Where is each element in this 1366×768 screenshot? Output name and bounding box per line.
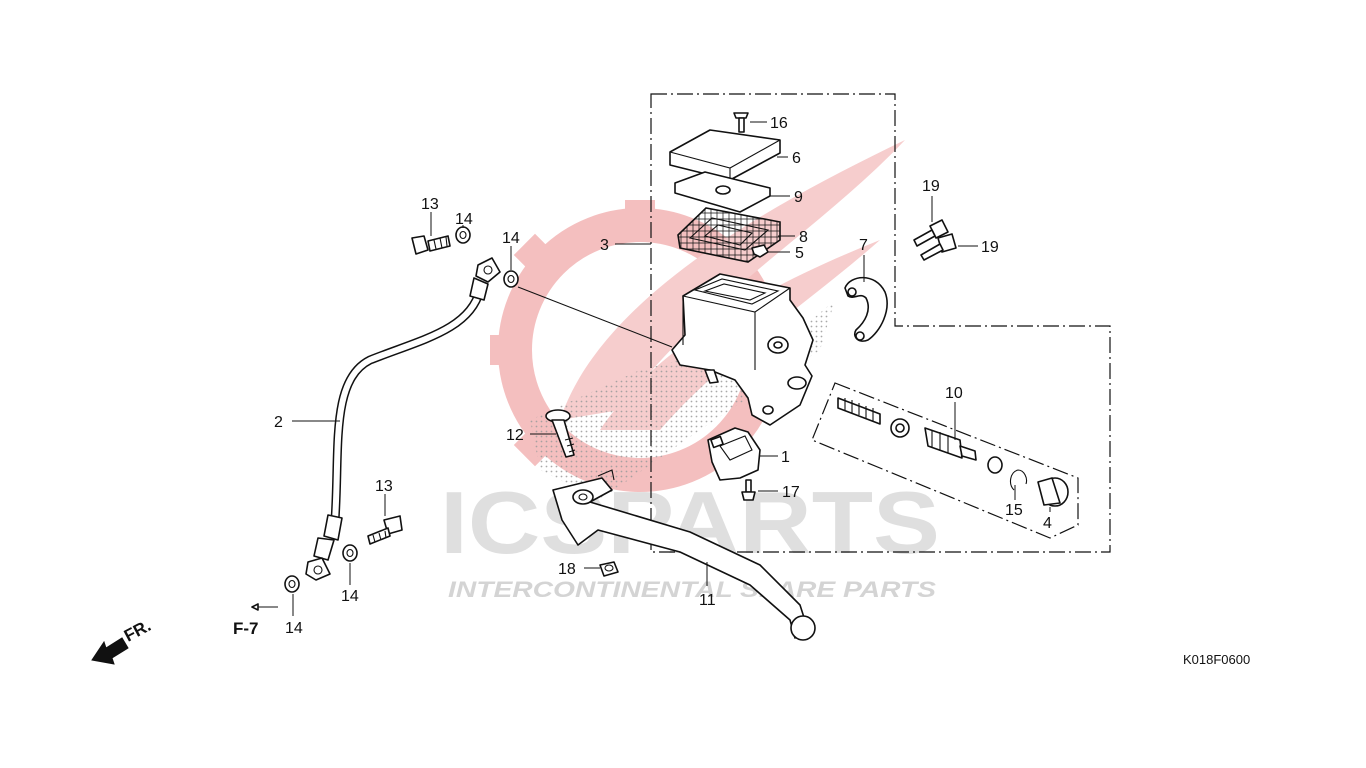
- reservoir-cap: [669, 129, 781, 181]
- holder-clamp: [844, 276, 888, 342]
- washer-14c: [342, 544, 358, 562]
- washer-14d: [284, 575, 300, 593]
- callout-6: 6: [792, 150, 801, 167]
- callout-3: 3: [600, 237, 609, 254]
- callout-5: 5: [795, 245, 804, 262]
- banjo-upper: [475, 257, 501, 283]
- callout-4: 4: [1043, 515, 1052, 532]
- screw-16: [733, 112, 749, 133]
- callout-14d: 14: [285, 620, 303, 637]
- brake-lever: [552, 469, 816, 641]
- callout-7: 7: [859, 237, 868, 254]
- watermark-tagline: INTERCONTINENTAL SPARE PARTS: [448, 577, 936, 602]
- callout-14a: 14: [455, 211, 473, 228]
- ref-label: F-7: [233, 619, 259, 638]
- banjo-lower: [305, 557, 331, 581]
- front-stop-switch: [707, 427, 761, 481]
- washer-14a: [455, 226, 471, 244]
- banjo-bolt-13-upper: [411, 235, 451, 255]
- callout-17: 17: [782, 484, 800, 501]
- assembly-boundary: [650, 93, 1111, 553]
- banjo-bolt-13-lower: [367, 515, 403, 545]
- pivot-bolt-12: [545, 409, 576, 458]
- clip-5: [751, 244, 769, 258]
- brake-hose: [313, 277, 489, 561]
- callout-10: 10: [945, 385, 963, 402]
- direction-label: FR.: [121, 616, 154, 646]
- callout-18: 18: [558, 561, 576, 578]
- callout-2: 2: [274, 414, 283, 431]
- callout-8: 8: [799, 229, 808, 246]
- piston-set: [837, 397, 1069, 507]
- leader-lines: [292, 121, 1051, 616]
- callout-11: 11: [699, 592, 716, 609]
- piston-kit-boundary: [811, 382, 1079, 539]
- callout-9: 9: [794, 189, 803, 206]
- callout-12: 12: [506, 427, 524, 444]
- master-cylinder-body: [671, 273, 814, 426]
- callout-13b: 13: [375, 478, 393, 495]
- front-arrow-icon: [91, 637, 129, 665]
- bolt-19-lower: [920, 233, 957, 261]
- callout-16: 16: [770, 115, 788, 132]
- callout-1: 1: [781, 449, 790, 466]
- screw-17: [741, 479, 756, 501]
- callout-19a: 19: [922, 178, 940, 195]
- nut-18: [599, 561, 619, 577]
- direction-indicator: FR.: [91, 616, 154, 665]
- callouts: 16 6 9 8 5 3 7 19 19 10 1 17 15 4 12 18 …: [274, 115, 1052, 637]
- diagram-code: K018F0600: [1183, 652, 1250, 667]
- callout-14b: 14: [502, 230, 520, 247]
- callout-15: 15: [1005, 502, 1023, 519]
- callout-13a: 13: [421, 196, 439, 213]
- washer-14b: [503, 270, 519, 288]
- callout-14c: 14: [341, 588, 359, 605]
- callout-19b: 19: [981, 239, 999, 256]
- bolt-19-upper: [913, 219, 949, 247]
